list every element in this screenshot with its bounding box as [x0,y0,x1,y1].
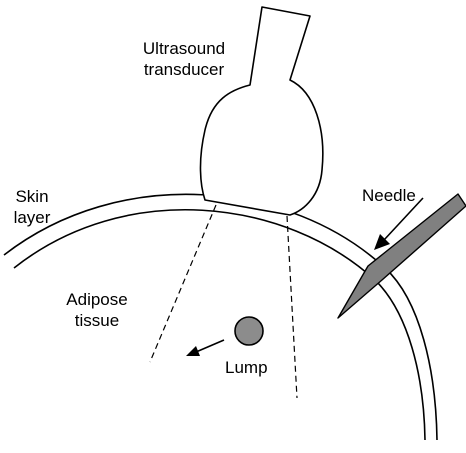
skin-layer-label-line2: layer [6,207,58,228]
skin-layer-label: Skin layer [6,186,58,228]
adipose-tissue-label: Adipose tissue [55,289,139,331]
lump-arrow-shaft [196,340,224,352]
lump-label: Lump [225,357,268,378]
needle [338,194,466,318]
needle-label: Needle [362,185,416,206]
skin-layer-label-line1: Skin [6,186,58,207]
transducer-label: Ultrasound transducer [120,38,248,80]
beam-right-edge [287,216,297,398]
adipose-tissue-label-line2: tissue [55,310,139,331]
transducer-label-line2: transducer [120,59,248,80]
adipose-tissue-label-line1: Adipose [55,289,139,310]
lump-arrow-head [186,346,200,356]
transducer-label-line1: Ultrasound [120,38,248,59]
lump [235,317,263,345]
beam-left-edge [150,205,216,362]
